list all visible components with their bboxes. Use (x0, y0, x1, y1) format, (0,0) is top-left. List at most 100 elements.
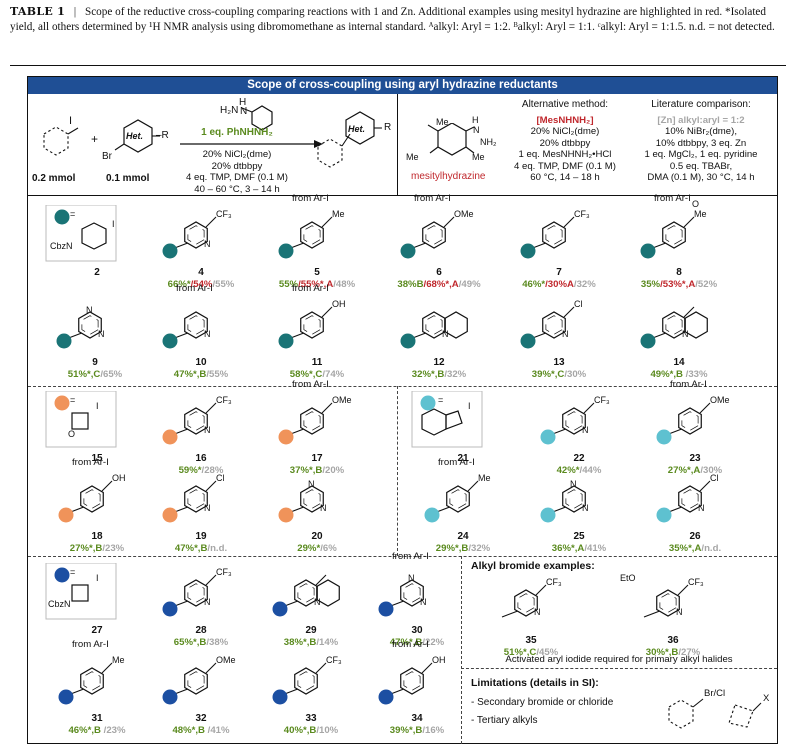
limitation-2: - Tertiary alkyls (471, 715, 538, 726)
orange-marker (58, 507, 74, 523)
ring-nitrogen: N (204, 239, 211, 249)
substituent-bond (205, 216, 217, 228)
small-ring (71, 412, 89, 430)
aryl-ring-inner (681, 489, 699, 509)
yield-line: 46%*,B /23% (42, 725, 152, 736)
aryl-ring-inner (303, 489, 321, 509)
aryl-ring (678, 485, 702, 513)
yield-part: /68%*,A (423, 279, 459, 290)
structure-30 (378, 579, 424, 617)
yield-part: 51%*,C (503, 647, 537, 658)
aryl-ring (184, 485, 208, 513)
limitation-structures (668, 698, 762, 729)
substituent-label: CF₃ (688, 577, 704, 587)
yield-part: /n.d. (701, 543, 722, 554)
alkyl-bromide-note: Activated aryl iodide required for prima… (505, 654, 733, 665)
hydrazine-h: H (239, 97, 247, 108)
yield-part: 29%* (297, 543, 321, 554)
yield-part: 47%*,B (389, 637, 423, 648)
yield-part: 27%*,B (69, 543, 103, 554)
cyan-marker (420, 395, 436, 411)
from-aryl-iodide-note: from Ar-I (72, 457, 109, 468)
alt-line-5: 60 °C, 14 – 18 h (530, 172, 600, 183)
scope-table: Scope of cross-coupling using aryl hydra… (27, 76, 778, 744)
compound-number: 25 (573, 531, 585, 542)
cbzn-label: CbzN (48, 599, 71, 609)
table-caption: TABLE 1 | Scope of the reductive cross-c… (10, 4, 786, 35)
substituent-label: OH (432, 655, 446, 665)
alt-line-1: 20% NiCl₂(dme) (530, 126, 600, 137)
ring-nitrogen-2: N (308, 479, 315, 489)
small-ring (71, 584, 89, 602)
ring-nitrogen: N (204, 425, 211, 435)
substituent-label: OH (112, 473, 126, 483)
limitation-x: X (763, 693, 770, 704)
ring-nitrogen: N (676, 607, 683, 617)
yield-part: /28% (201, 465, 224, 476)
yield-part: /22% (422, 637, 445, 648)
section-divider-3 (461, 668, 777, 669)
yield-part: /45% (536, 647, 559, 658)
compound-number: 30 (411, 625, 423, 636)
yield-line: 51%*,C/45% (476, 647, 586, 658)
yield-part: 37%*,B (289, 465, 323, 476)
ring-nitrogen-2: N (570, 479, 577, 489)
yield-part: /49% (458, 279, 481, 290)
aryl-ring-inner (303, 315, 321, 335)
oxygen-label: O (68, 429, 76, 439)
yield-part: /14% (316, 637, 339, 648)
yield-part: /16% (422, 725, 445, 736)
substituent-bond (683, 306, 695, 318)
compound-number: 33 (305, 713, 317, 724)
yield-line: 47%*,B/n.d. (146, 543, 256, 554)
substituent-label: CF₃ (594, 395, 610, 405)
teal-marker (278, 243, 294, 259)
fused-ring (684, 311, 708, 339)
aryl-ring (300, 221, 324, 249)
substituent-label: Cl (216, 473, 225, 483)
ring-nitrogen: N (204, 503, 211, 513)
aryl-ring-inner (83, 671, 101, 691)
structure-31 (58, 662, 113, 705)
structure-9 (56, 311, 102, 349)
teal-marker (640, 333, 656, 349)
limitation-1: - Secondary bromide or chloride (471, 697, 614, 708)
mes-h: H (472, 115, 479, 125)
substituent-label: OH (332, 299, 346, 309)
yield-part: /44% (579, 465, 602, 476)
plus-sign: + (91, 132, 99, 146)
ring-nitrogen: N (562, 329, 569, 339)
aryl-ring-inner (545, 315, 563, 335)
ring-nitrogen: N (698, 503, 705, 513)
yield-part: 47%*,B (173, 369, 207, 380)
compound-number: 5 (314, 267, 320, 278)
yield-part: /48% (333, 279, 356, 290)
substituent-bond (699, 480, 711, 492)
compound-number: 14 (673, 357, 685, 368)
compound-number: 32 (195, 713, 207, 724)
structure-16 (162, 402, 217, 445)
fused-ring (444, 311, 468, 339)
yield-part: 47%*,B (174, 543, 208, 554)
substituent-label: OMe (216, 655, 236, 665)
teal-marker (54, 209, 70, 225)
reagent-box (45, 205, 117, 262)
blue-marker (58, 689, 74, 705)
compound-number: 28 (195, 625, 207, 636)
substituent-label: CF₃ (216, 395, 232, 405)
orange-marker (278, 429, 294, 445)
ring-nitrogen: N (314, 597, 321, 607)
aryl-ring-inner (665, 225, 683, 245)
substituent-label: OMe (710, 395, 730, 405)
fused-ring (316, 579, 340, 607)
substituent-bond (683, 216, 695, 228)
aryl-ring-inner (565, 411, 583, 431)
yield-part: /32% (573, 279, 596, 290)
cbzn-label: CbzN (50, 241, 73, 251)
substituent-label: Me (694, 209, 707, 219)
